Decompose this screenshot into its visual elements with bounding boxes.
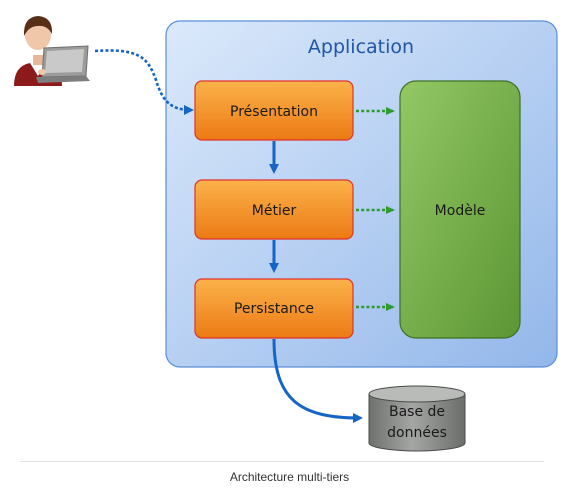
database-label-line1: Base de — [389, 404, 445, 420]
metier-layer-label: Métier — [252, 203, 297, 219]
user-with-laptop-icon — [14, 16, 90, 86]
metier-layer-box — [194, 179, 354, 240]
presentation-layer-label: Présentation — [230, 104, 318, 120]
caption-divider — [20, 461, 544, 462]
persistance-layer-box — [194, 278, 354, 339]
presentation-layer-box — [194, 80, 354, 141]
model-box — [399, 80, 521, 339]
application-title: Application — [308, 36, 414, 58]
user-to-presentation-arrow — [94, 49, 194, 115]
persistance-to-database-arrow — [272, 338, 363, 423]
persistance-layer-label: Persistance — [234, 301, 314, 317]
database-label-line2: données — [387, 425, 447, 441]
figure-caption: Architecture multi-tiers — [229, 470, 350, 484]
model-label: Modèle — [435, 203, 486, 219]
database-cylinder-icon — [368, 385, 466, 452]
